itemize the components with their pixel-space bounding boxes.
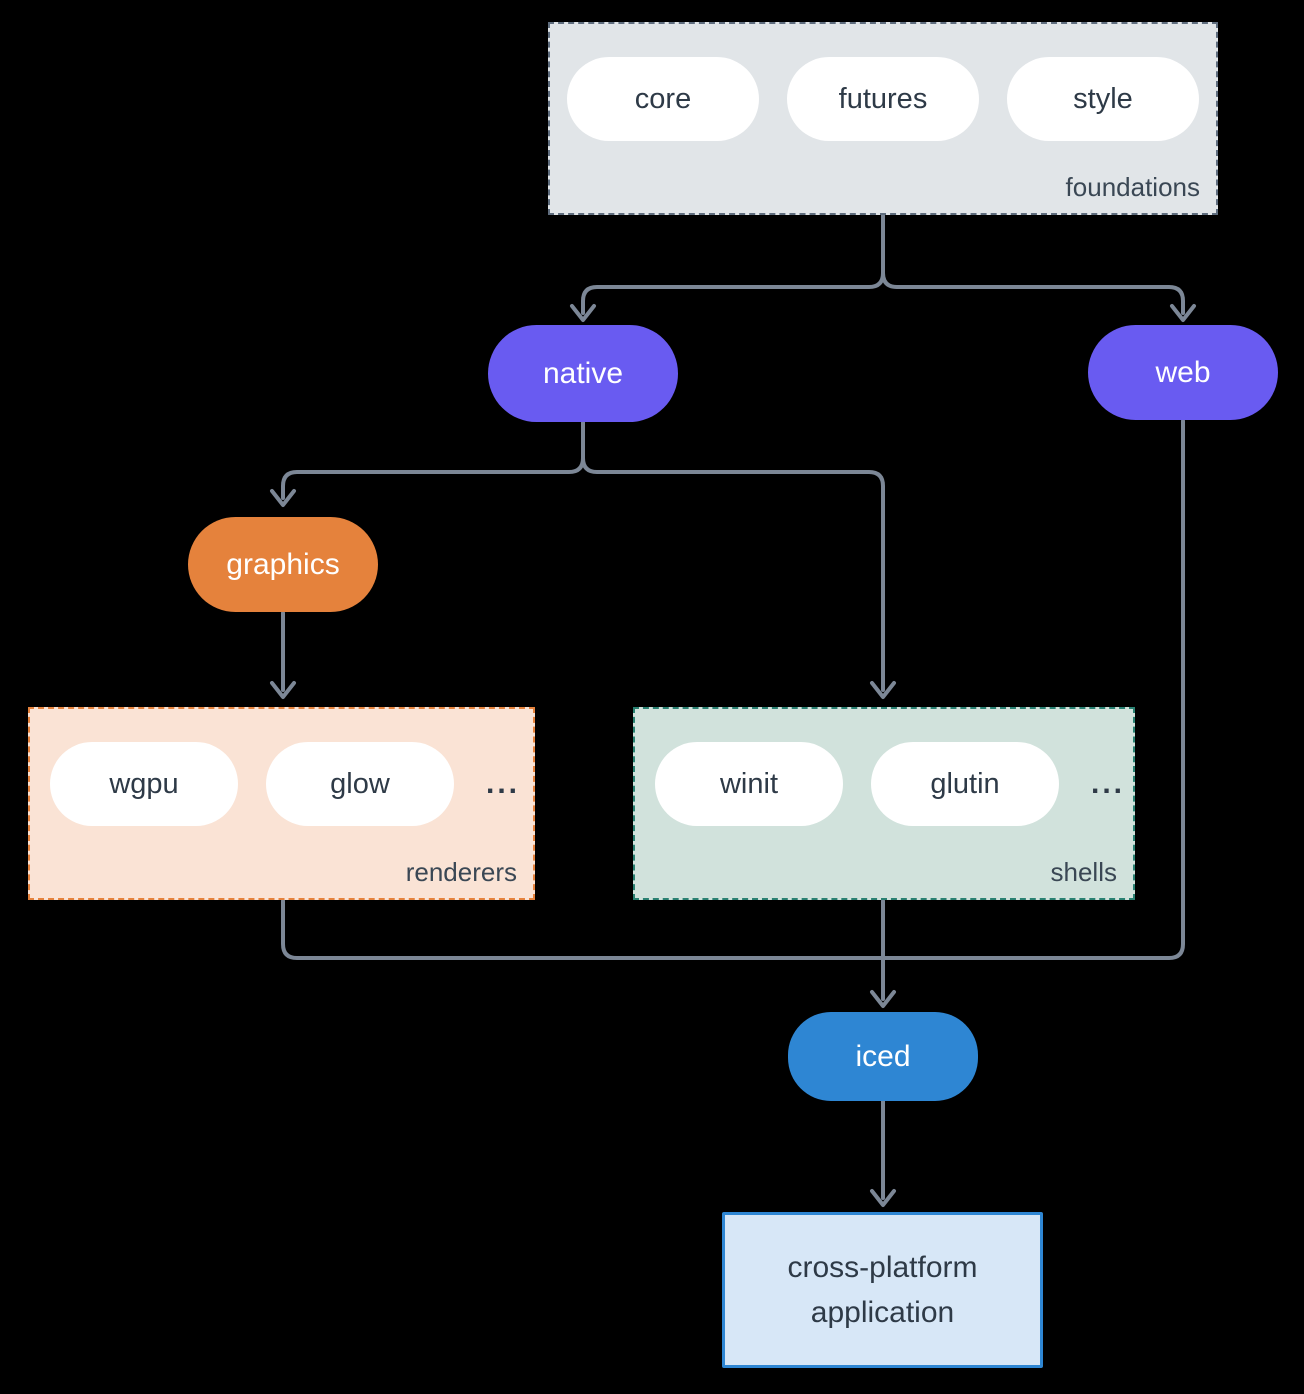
node-wgpu: wgpu <box>50 742 238 826</box>
node-cross-platform-application: cross-platform application <box>722 1212 1043 1368</box>
application-label-line2: application <box>810 1296 955 1329</box>
node-native-label: native <box>542 356 624 390</box>
edge-renderers-to-iced <box>281 899 885 960</box>
node-winit: winit <box>655 742 843 826</box>
node-wgpu-label: wgpu <box>109 767 179 800</box>
foundations-pill-row: core futures style <box>567 24 1199 141</box>
shells-ellipsis: ... <box>1091 767 1126 800</box>
renderers-ellipsis: ... <box>486 767 521 800</box>
node-glutin: glutin <box>871 742 1059 826</box>
arrowhead-renderers <box>270 681 296 699</box>
arrowhead-web <box>1170 304 1196 322</box>
arrowhead-shells <box>870 681 896 699</box>
edge-foundations-to-web <box>881 214 1185 315</box>
group-foundations: core futures style foundations <box>548 22 1218 215</box>
node-futures-label: futures <box>838 82 928 115</box>
node-futures: futures <box>787 57 979 141</box>
arrowhead-iced <box>870 990 896 1008</box>
node-graphics: graphics <box>188 517 378 612</box>
edge-native-to-graphics <box>281 421 585 500</box>
shells-group-label: shells <box>1050 857 1117 887</box>
group-shells: winit glutin ... shells <box>633 707 1135 900</box>
node-web: web <box>1088 325 1278 420</box>
node-iced: iced <box>788 1012 978 1101</box>
arrowhead-native <box>570 304 596 322</box>
arrowhead-application <box>870 1189 896 1207</box>
edge-foundations-to-native <box>581 214 885 315</box>
node-glow-label: glow <box>330 767 390 800</box>
node-winit-label: winit <box>719 767 778 800</box>
node-core: core <box>567 57 759 141</box>
node-iced-label: iced <box>855 1039 911 1073</box>
node-core-label: core <box>634 82 692 115</box>
group-renderers: wgpu glow ... renderers <box>28 707 535 900</box>
node-native: native <box>488 325 678 422</box>
edge-native-to-shells <box>581 421 885 692</box>
node-style: style <box>1007 57 1199 141</box>
shells-pill-row: winit glutin ... <box>635 709 1125 826</box>
node-glutin-label: glutin <box>930 767 1000 800</box>
node-graphics-label: graphics <box>226 547 340 581</box>
node-glow: glow <box>266 742 454 826</box>
renderers-pill-row: wgpu glow ... <box>30 709 520 826</box>
renderers-group-label: renderers <box>405 857 517 887</box>
foundations-group-label: foundations <box>1065 172 1200 202</box>
node-style-label: style <box>1073 82 1133 115</box>
application-label-line1: cross-platform <box>787 1251 978 1284</box>
edge-web-to-iced <box>881 419 1185 960</box>
arrowhead-graphics <box>270 489 296 507</box>
node-web-label: web <box>1155 355 1211 389</box>
